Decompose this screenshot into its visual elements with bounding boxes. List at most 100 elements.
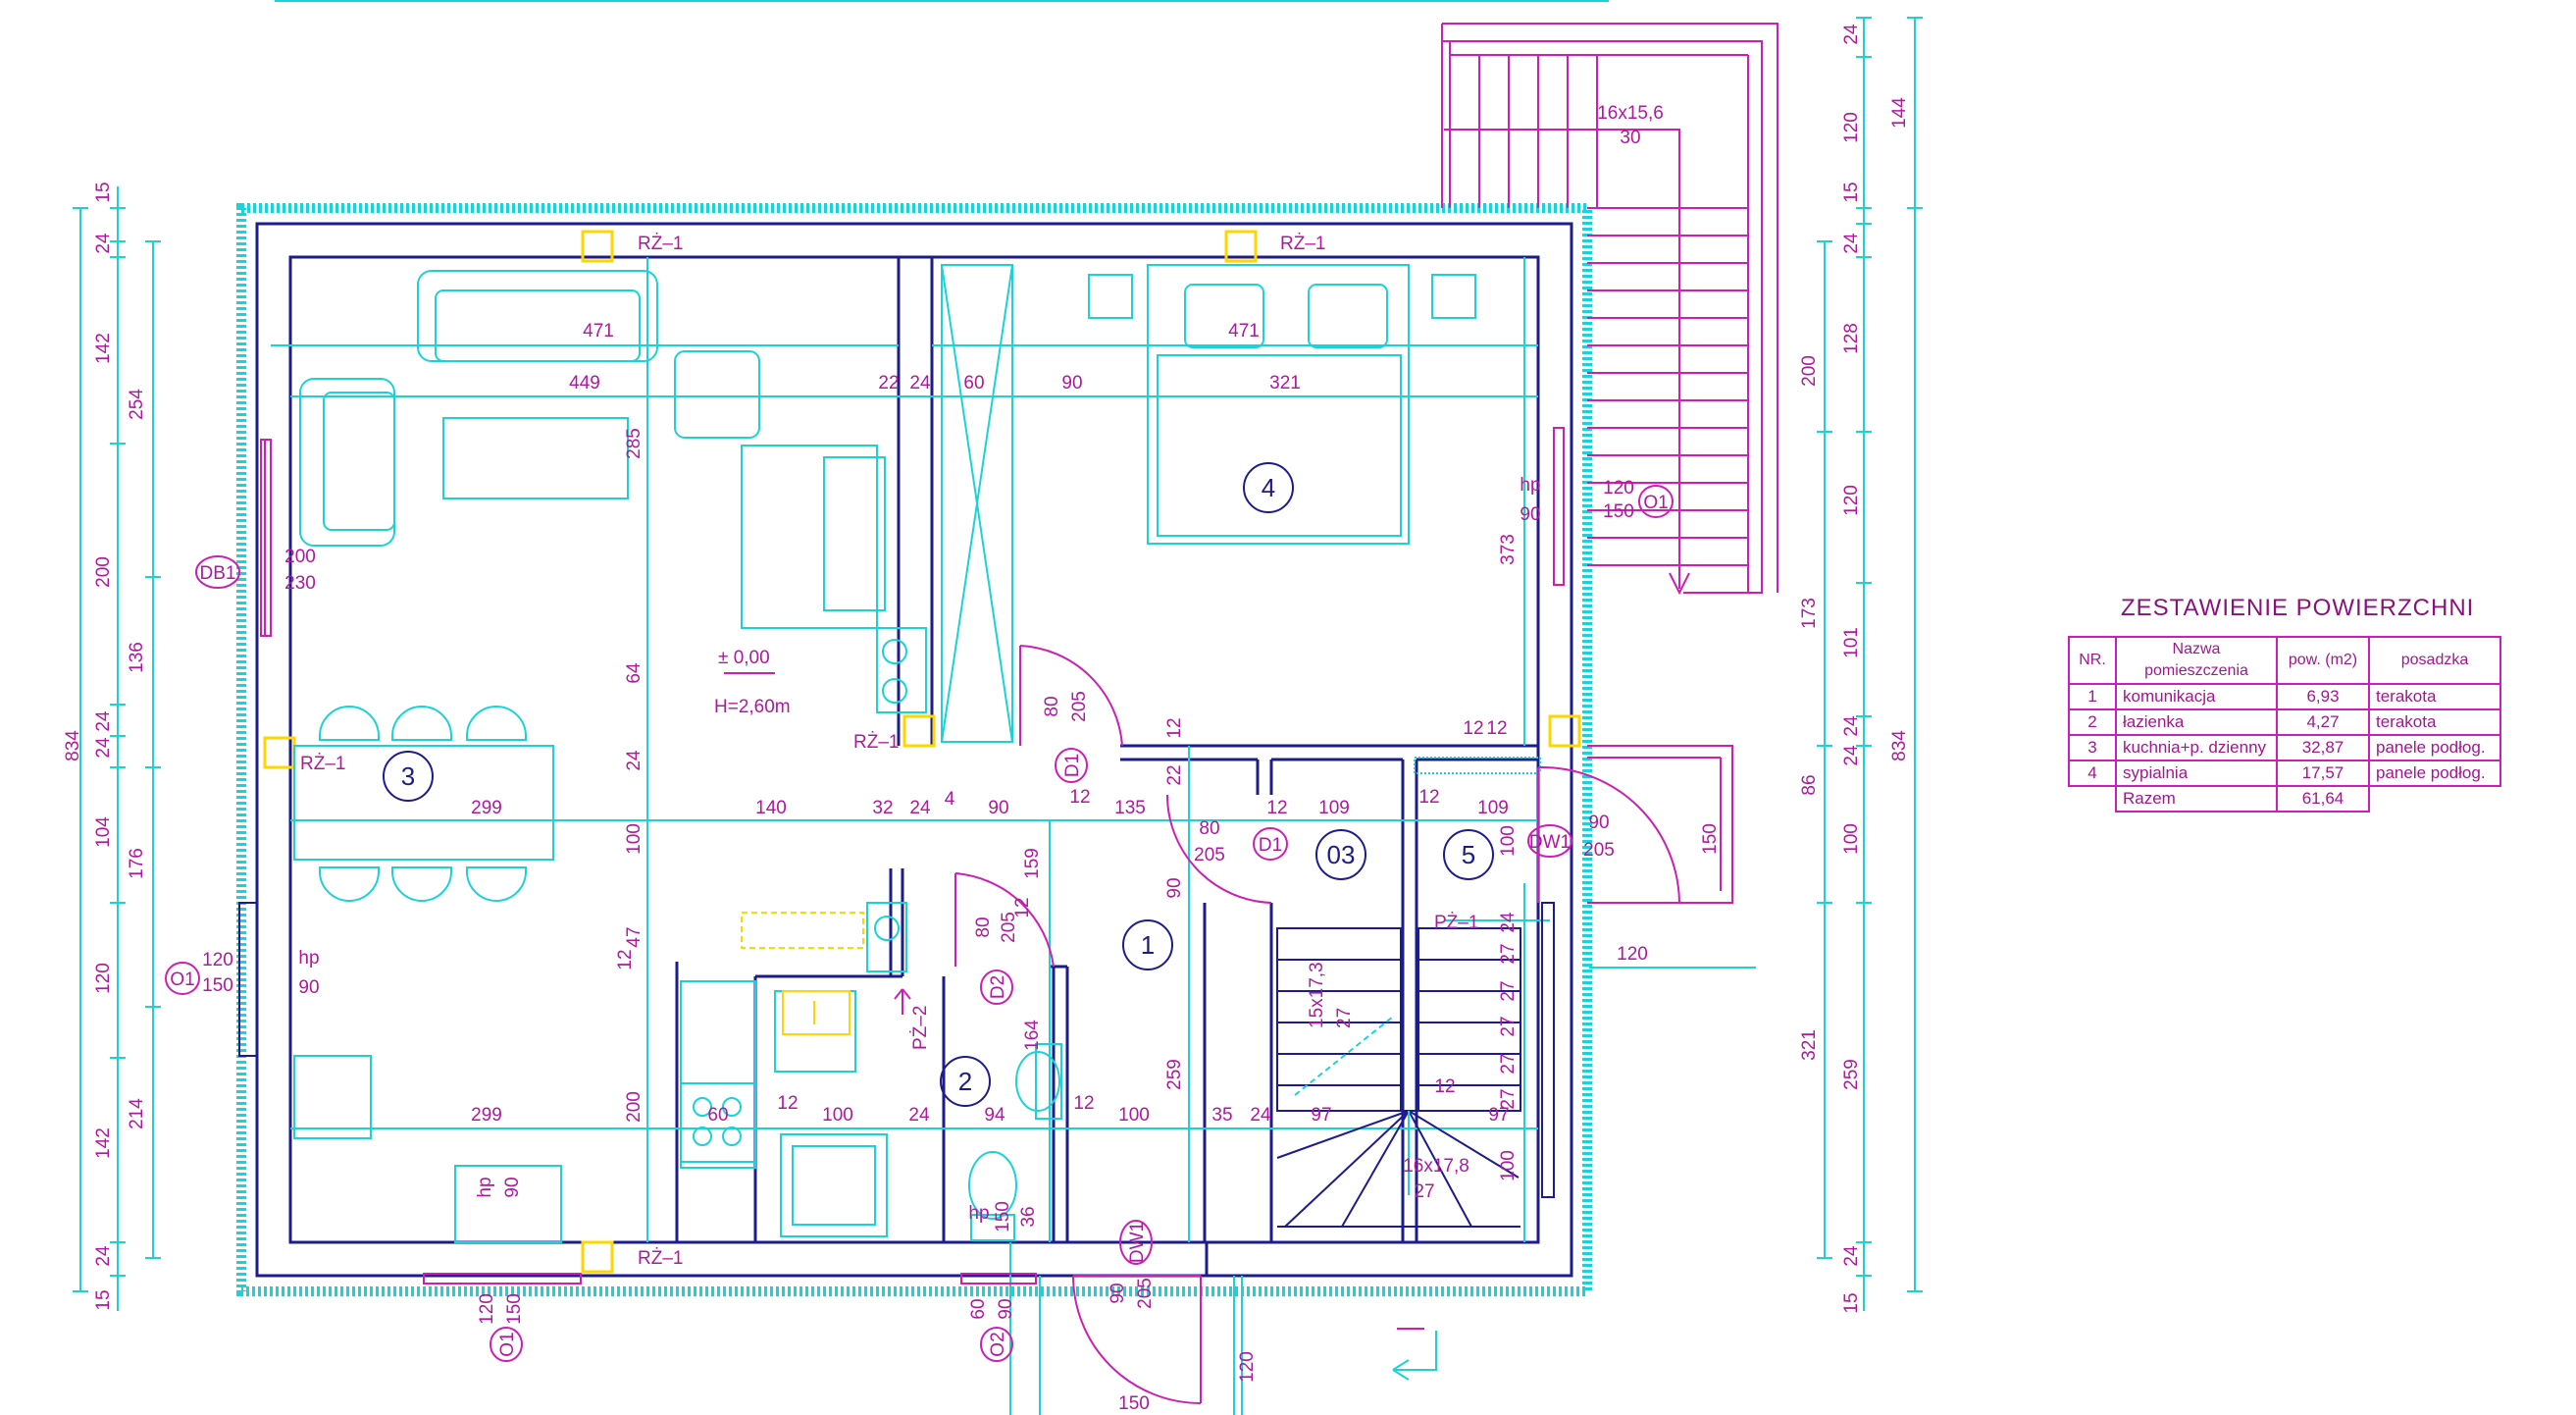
exterior-walls — [236, 203, 1592, 1296]
dimension-value: 4 — [945, 789, 955, 810]
kitchen-details — [741, 912, 864, 1035]
cell-floor: panele podłog. — [2368, 760, 2501, 787]
dimension-value: 101 — [1841, 627, 1862, 658]
room-number: 1 — [1141, 930, 1155, 960]
opening-tag: D1 — [1253, 827, 1288, 861]
dimension-lines — [79, 0, 1916, 1415]
opening-tag-label: O1 — [170, 970, 194, 990]
dimension-value: 205 — [1583, 840, 1615, 861]
dimension-ticks — [73, 17, 1923, 1292]
opening-tag-label: O1 — [1643, 493, 1668, 513]
dimension-value: 12 — [1266, 798, 1287, 818]
dimension-value: 120 — [1603, 478, 1634, 498]
cell-name: łazienka — [2115, 708, 2278, 736]
opening-tag-outline — [1119, 1220, 1153, 1265]
dimension-value: 24 — [909, 798, 931, 818]
cell-floor: panele podłog. — [2368, 734, 2501, 761]
dimension-value: 205 — [1069, 691, 1090, 722]
opening-tag: D1 — [1055, 748, 1088, 783]
opening-tag: DB1 — [195, 555, 240, 589]
room-03-marker: 03 — [1315, 829, 1366, 880]
dimension-value: hp — [298, 948, 319, 969]
cell-nr: 1 — [2068, 683, 2117, 710]
dimension-value: hp — [968, 1203, 989, 1224]
rz1-label-left: RŻ–1 — [300, 754, 345, 774]
dimension-value: 120 — [1237, 1351, 1258, 1383]
room-2-marker: 2 — [940, 1056, 991, 1107]
cell-name: komunikacja — [2115, 683, 2278, 710]
rz1-label-bottom: RŻ–1 — [638, 1248, 683, 1269]
pz2-label: PŻ–2 — [910, 1006, 931, 1050]
dimension-value: 90 — [1520, 504, 1540, 525]
opening-tag-label: O2 — [988, 1332, 1008, 1356]
rz1-label-top-right: RŻ–1 — [1280, 234, 1325, 254]
cell-area: 32,87 — [2276, 734, 2370, 761]
room-height: H=2,60m — [714, 697, 791, 717]
total-value: 61,64 — [2276, 785, 2370, 812]
col-nr: NR. — [2068, 636, 2117, 685]
dimension-value: 100 — [624, 823, 644, 855]
room-4-marker: 4 — [1243, 462, 1294, 513]
dimension-value: 214 — [127, 1098, 147, 1129]
cell-floor: terakota — [2368, 683, 2501, 710]
dimension-value: 449 — [569, 373, 600, 393]
opening-tag: O2 — [980, 1327, 1013, 1362]
dimension-value: 27 — [1498, 943, 1519, 964]
dimension-value: 15 — [93, 1289, 114, 1310]
dimension-value: 128 — [1841, 323, 1862, 354]
dimension-value: 12 — [1164, 717, 1185, 738]
dimension-value: 109 — [1318, 798, 1350, 818]
dimension-value: 164 — [1022, 1020, 1043, 1051]
dimension-value: 90 — [1588, 812, 1609, 833]
opening-tag-label: DW1 — [1127, 1222, 1148, 1263]
dimension-value: 24 — [909, 373, 931, 393]
dimension-value: 15 — [1841, 182, 1862, 202]
opening-tag-label: DW1 — [1529, 832, 1571, 853]
dimension-value: 90 — [298, 977, 319, 998]
opening-tag-label: D1 — [1062, 754, 1083, 777]
dimension-value: 24 — [1498, 912, 1519, 933]
dimension-value: 80 — [1199, 818, 1219, 839]
dimension-value: 16x15,6 — [1597, 103, 1664, 124]
dimension-value: 230 — [284, 573, 316, 594]
dimension-value: 120 — [202, 950, 233, 970]
dimension-value: 80 — [973, 917, 994, 937]
dimension-value: 12 — [777, 1093, 798, 1114]
dimension-value: 150 — [1118, 1393, 1150, 1414]
dimension-value: 64 — [624, 662, 644, 684]
dimension-value: 12 — [1486, 718, 1507, 739]
room-number: 5 — [1462, 840, 1475, 869]
opening-tag: O1 — [165, 962, 200, 995]
opening-tag: O1 — [1638, 485, 1674, 518]
cell-floor: terakota — [2368, 708, 2501, 736]
dimension-value: 24 — [1841, 24, 1862, 45]
dimension-value: 100 — [1498, 1150, 1519, 1181]
interior-stairs — [1276, 927, 1521, 1228]
dimension-value: 22 — [1164, 764, 1185, 785]
dimension-value: 27 — [1498, 1053, 1519, 1074]
dimension-value: 60 — [707, 1105, 728, 1126]
dimension-value: 24 — [1841, 233, 1862, 254]
opening-tag-label: D1 — [1259, 835, 1282, 856]
room-circle — [1443, 829, 1494, 880]
dimension-value: 30 — [1620, 128, 1640, 148]
dimension-value: 90 — [502, 1177, 523, 1197]
dimension-value: 109 — [1477, 798, 1509, 818]
dimension-value: 94 — [984, 1105, 1005, 1126]
dimension-value: 12 — [615, 949, 636, 970]
vent-markers — [263, 230, 1581, 1274]
dimension-value: 299 — [471, 798, 502, 818]
dimension-value: 200 — [1799, 355, 1820, 387]
rz1-label-top-left: RŻ–1 — [638, 234, 683, 254]
opening-tag-outline — [1638, 485, 1674, 518]
exterior-stair — [1441, 23, 1778, 596]
opening-tag-outline — [195, 555, 240, 589]
area-summary-table: NR. Nazwa pomieszczenia pow. (m2) posadz… — [2068, 636, 2501, 812]
plan-annotations: RŻ–1 RŻ–1 RŻ–1 RŻ–1 RŻ–1 PŻ–1 PŻ–2 ± 0,0… — [300, 234, 1478, 1269]
winder-spec-1: 16x17,8 — [1403, 1156, 1469, 1177]
dimension-value: 24 — [93, 233, 114, 254]
dimension-value: 15 — [93, 182, 114, 202]
